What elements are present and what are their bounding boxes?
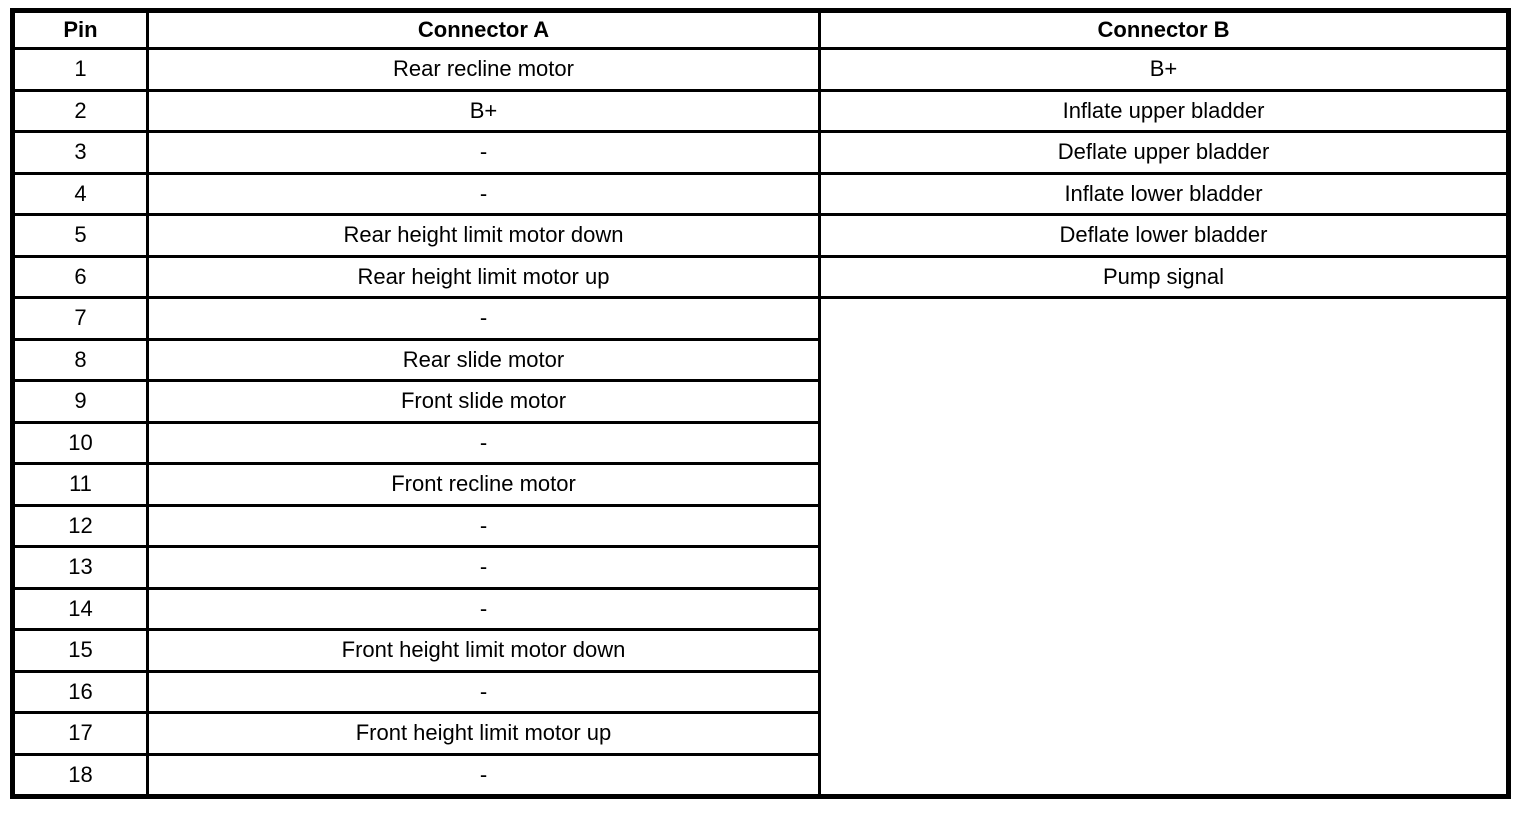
connector-a-cell: Front height limit motor down	[146, 628, 821, 673]
connector-a-cell: -	[146, 752, 821, 798]
connector-a-cell: Front recline motor	[146, 462, 821, 507]
pin-cell: 5	[11, 213, 149, 258]
connector-a-cell: -	[146, 545, 821, 590]
table-row: 9 Front slide motor	[11, 379, 1509, 424]
table-row: 15 Front height limit motor down	[11, 628, 1509, 673]
connector-a-cell: -	[146, 586, 821, 631]
connector-b-cell: B+	[818, 47, 1510, 92]
table-row: 4 - Inflate lower bladder	[11, 171, 1510, 216]
connector-a-cell: -	[146, 420, 821, 465]
connector-a-cell: Front slide motor	[146, 379, 821, 424]
pin-cell: 15	[11, 628, 149, 673]
connector-a-cell: B+	[146, 88, 821, 133]
connector-a-cell: -	[146, 296, 821, 341]
pin-cell: 2	[11, 88, 149, 133]
table-row: 18 -	[11, 752, 1509, 798]
pin-cell: 17	[11, 711, 149, 756]
connector-b-column-header: Connector B	[818, 9, 1510, 50]
table-row: 10 -	[11, 420, 1509, 465]
pin-cell: 18	[11, 752, 149, 798]
table-row: 11 Front recline motor	[11, 462, 1509, 507]
pin-cell: 6	[11, 254, 149, 299]
table-row: 5 Rear height limit motor down Deflate l…	[11, 213, 1510, 258]
pin-cell: 1	[11, 47, 149, 92]
pin-cell: 7	[11, 296, 149, 341]
table-row: 16 -	[11, 669, 1509, 714]
connector-a-cell: -	[146, 171, 821, 216]
connector-pinout-table: Pin Connector A Connector B 1 Rear recli…	[10, 8, 1511, 799]
connector-a-cell: Front height limit motor up	[146, 711, 821, 756]
connector-a-cell: Rear height limit motor down	[146, 213, 821, 258]
table-row: 14 -	[11, 586, 1509, 631]
pin-cell: 12	[11, 503, 149, 548]
pin-cell: 4	[11, 171, 149, 216]
table-row: 7 -	[11, 296, 1510, 799]
pin-cell: 10	[11, 420, 149, 465]
connector-a-cell: Rear height limit motor up	[146, 254, 821, 299]
pin-cell: 16	[11, 669, 149, 714]
pin-cell: 13	[11, 545, 149, 590]
table-row: 8 Rear slide motor	[11, 337, 1509, 382]
table-row: 12 -	[11, 503, 1509, 548]
connector-b-cell: Inflate lower bladder	[818, 171, 1510, 216]
connector-a-cell: Rear slide motor	[146, 337, 821, 382]
pin-cell: 9	[11, 379, 149, 424]
pin-column-header: Pin	[11, 9, 149, 50]
connector-a-cell: Rear recline motor	[146, 47, 821, 92]
connector-b-cell: Deflate lower bladder	[818, 213, 1510, 258]
connector-b-cell: Deflate upper bladder	[818, 130, 1510, 175]
table-row: 13 -	[11, 545, 1509, 590]
table-row: 6 Rear height limit motor up Pump signal	[11, 254, 1510, 299]
connector-b-cell: Pump signal	[818, 254, 1510, 299]
pin-cell: 14	[11, 586, 149, 631]
pin-cell: 8	[11, 337, 149, 382]
header-row: Pin Connector A Connector B	[11, 9, 1510, 50]
connector-a-column-header: Connector A	[146, 9, 821, 50]
connector-a-cell: -	[146, 503, 821, 548]
table-row: 2 B+ Inflate upper bladder	[11, 88, 1510, 133]
pin-cell: 3	[11, 130, 149, 175]
connector-b-empty-cell	[818, 296, 1510, 799]
connector-a-cell: -	[146, 669, 821, 714]
table-row: 1 Rear recline motor B+	[11, 47, 1510, 92]
connector-b-cell: Inflate upper bladder	[818, 88, 1510, 133]
table-row: 17 Front height limit motor up	[11, 711, 1509, 756]
table-row: 3 - Deflate upper bladder	[11, 130, 1510, 175]
connector-a-cell: -	[146, 130, 821, 175]
pin-cell: 11	[11, 462, 149, 507]
